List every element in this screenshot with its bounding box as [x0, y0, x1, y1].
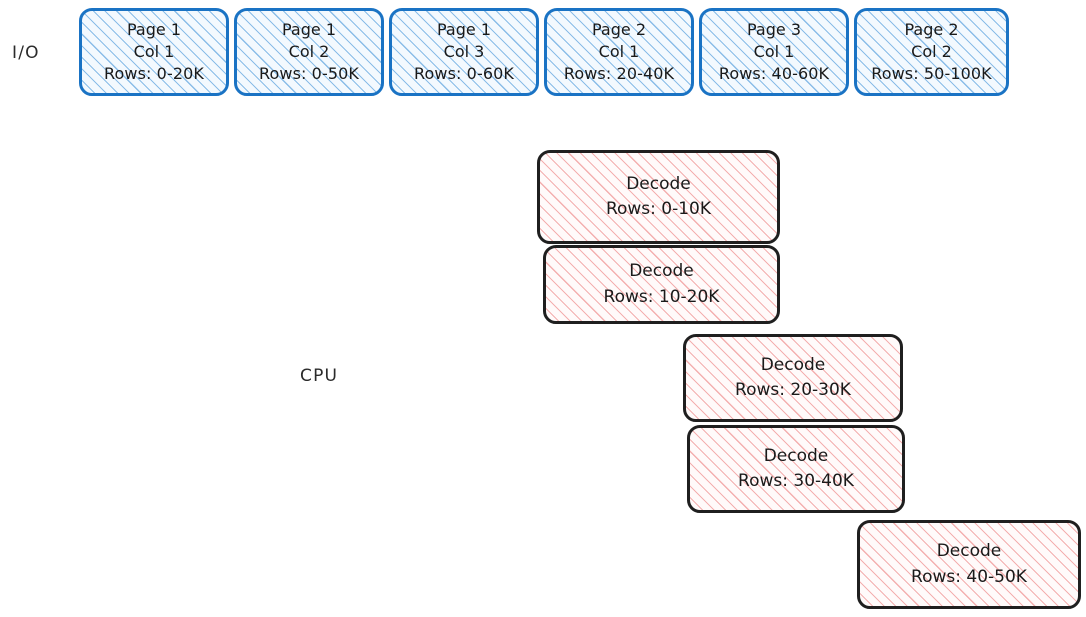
- io-block-col: Col 1: [133, 41, 175, 61]
- decode-block-title: Decode: [760, 354, 826, 375]
- io-block-rows: Rows: 0-50K: [259, 64, 359, 84]
- decode-block-title: Decode: [763, 445, 829, 466]
- io-block-rows: Rows: 40-60K: [718, 64, 830, 84]
- decode-block-rows: Rows: 0-10K: [605, 199, 712, 219]
- io-block-rows: Rows: 0-20K: [104, 64, 204, 84]
- io-block-col: Col 2: [911, 41, 952, 61]
- decode-block-rows: Rows: 10-20K: [603, 286, 720, 307]
- io-block-page: Page 1: [127, 19, 181, 39]
- io-block-col: Col 2: [288, 41, 330, 61]
- decode-block-title: Decode: [626, 173, 691, 194]
- io-block-page: Page 3: [747, 19, 801, 39]
- decode-block-rows: Rows: 40-50K: [911, 566, 1027, 587]
- decode-block-title: Decode: [629, 261, 694, 281]
- decode-block-rows: Rows: 20-30K: [735, 380, 851, 400]
- decode-block-title: Decode: [936, 541, 1002, 561]
- io-block-col: Col 1: [598, 41, 640, 61]
- io-block-rows: Rows: 20-40K: [563, 64, 675, 84]
- io-block-col: Col 1: [753, 41, 795, 61]
- io-block-page: Page 1: [282, 19, 336, 39]
- io-block-page: Page 2: [592, 19, 646, 39]
- io-block-page: Page 2: [904, 19, 959, 39]
- io-block-rows: Rows: 50-100K: [871, 64, 992, 84]
- lane-label-cpu: CPU: [300, 366, 339, 386]
- io-block-rows: Rows: 0-60K: [414, 64, 514, 84]
- decode-block-rows: Rows: 30-40K: [738, 471, 854, 491]
- lane-label-io: I/O: [12, 43, 40, 63]
- io-block-col: Col 3: [443, 41, 485, 61]
- io-block-page: Page 1: [437, 19, 491, 39]
